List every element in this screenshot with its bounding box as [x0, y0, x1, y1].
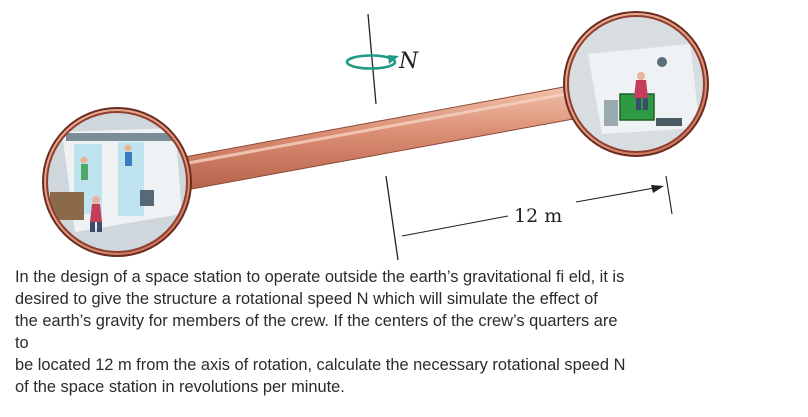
space-station-figure: N [42, 11, 709, 261]
connecting-shaft [167, 83, 591, 193]
rotation-arrow-icon [345, 54, 399, 70]
distance-dimension [401, 175, 673, 237]
right-crew-pod [563, 11, 709, 157]
problem-line: the earth’s gravity for members of the c… [15, 312, 618, 330]
problem-line: to [15, 334, 29, 352]
problem-statement: In the design of a space station to oper… [15, 266, 795, 398]
problem-line: desired to give the structure a rotation… [15, 290, 598, 308]
distance-label: 12 m [514, 205, 562, 227]
problem-line: be located 12 m from the axis of rotatio… [15, 356, 626, 374]
problem-line: of the space station in revolutions per … [15, 378, 345, 396]
problem-line: In the design of a space station to oper… [15, 268, 625, 286]
crew-figure-icon [90, 196, 102, 232]
rotation-axis-upper [367, 13, 377, 105]
left-crew-pod [42, 107, 192, 257]
rotation-axis-lower [385, 175, 399, 261]
rotation-symbol-label: N [398, 49, 419, 74]
